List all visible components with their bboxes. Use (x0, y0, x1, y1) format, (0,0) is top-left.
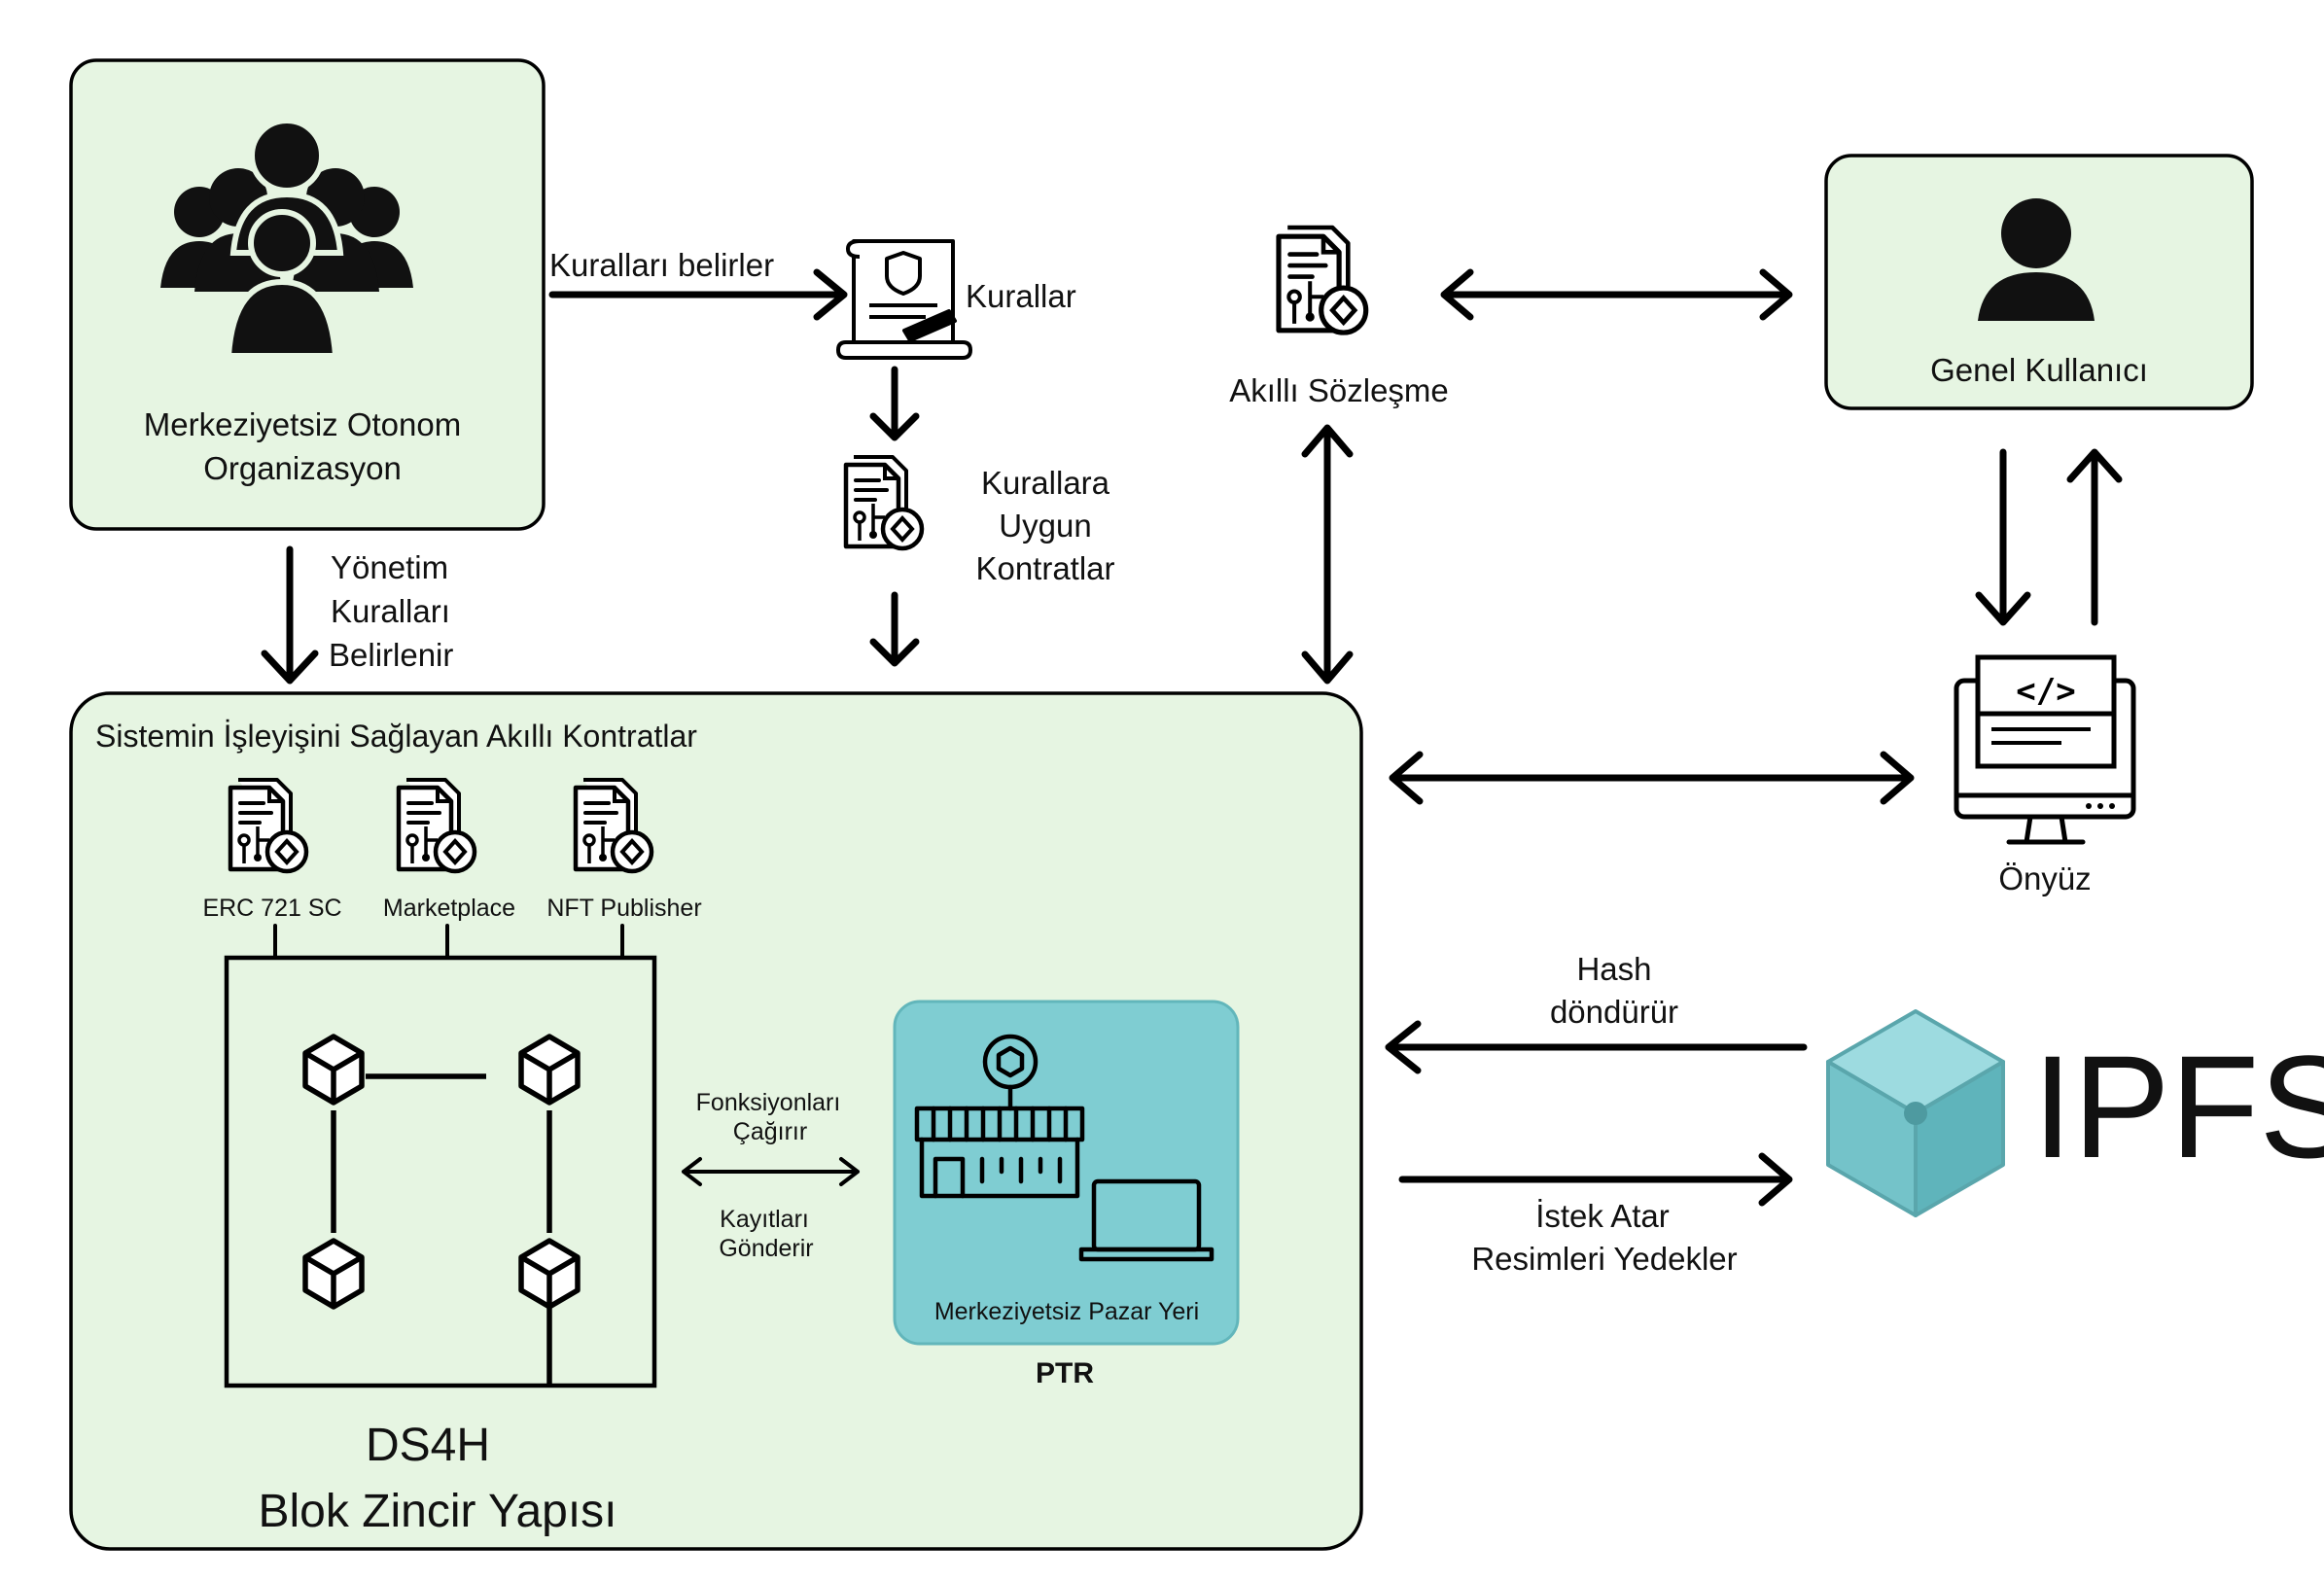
dao-node: Merkeziyetsiz Otonom Organizasyon (69, 58, 546, 531)
calls-line2: Çağırır (733, 1118, 807, 1145)
governance-line1: Yönetim (331, 549, 448, 585)
request-line2: Resimleri Yedekler (1471, 1241, 1737, 1277)
general-user-label: Genel Kullanıcı (1930, 352, 2148, 388)
svg-text:</>: </> (2016, 672, 2075, 711)
hash-line2: döndürür (1550, 994, 1678, 1030)
monitor-code-icon: </> (1954, 654, 2136, 845)
frontend-label: Önyüz (1998, 861, 2091, 896)
ipfs-node: IPFS (1826, 1009, 2324, 1217)
request-line1: İstek Atar (1535, 1198, 1670, 1234)
marketplace-label: Merkeziyetsiz Pazar Yeri (934, 1298, 1199, 1325)
store-icon (914, 1034, 1085, 1199)
sets-rules-label: Kuralları belirler (549, 247, 774, 283)
sends-line2: Gönderir (719, 1235, 813, 1262)
rules-node: Kurallar (836, 239, 1076, 360)
arrow-contracts-to-system (869, 591, 920, 667)
smart-contract-node: Akıllı Sözleşme (1229, 228, 1449, 408)
rules-scroll-icon (836, 239, 972, 360)
arrow-frontend-to-user (2066, 448, 2123, 626)
compliant-line1: Kurallara (981, 465, 1110, 501)
contract-label-erc721: ERC 721 SC (202, 895, 341, 922)
arrow-system-frontend (1389, 751, 1915, 805)
contract-label-marketplace: Marketplace (383, 895, 515, 922)
dao-label-line1: Merkeziyetsiz Otonom (144, 406, 461, 442)
calls-line1: Fonksiyonları (696, 1089, 841, 1116)
block-cube-icon (521, 1036, 578, 1103)
contract-marketplace: Marketplace (383, 780, 515, 922)
contract-label-nft-publisher: NFT Publisher (546, 895, 701, 922)
hash-line1: Hash (1576, 951, 1651, 987)
sends-line1: Kayıtları (720, 1206, 809, 1233)
governance-line2: Kuralları (331, 593, 450, 629)
compliant-line3: Kontratlar (975, 550, 1114, 586)
governance-line3: Belirlenir (329, 637, 453, 673)
arrow-sets-rules: Kuralları belirler (548, 247, 848, 321)
general-user-node: Genel Kullanıcı (1824, 154, 2254, 410)
chain-title-line2: Blok Zincir Yapısı (258, 1486, 616, 1537)
blockchain-network (224, 955, 657, 1388)
system-node: Sistemin İşleyişini Sağlayan Akıllı Kont… (69, 691, 1363, 1551)
ipfs-label: IPFS (2032, 1025, 2324, 1188)
arrow-contract-system (1301, 424, 1354, 685)
arrow-governance: Yönetim Kuralları Belirlenir (261, 545, 453, 685)
arrow-rules-to-contracts (869, 366, 920, 441)
dao-label-line2: Organizasyon (203, 450, 402, 486)
arrow-request: İstek Atar Resimleri Yedekler (1398, 1152, 1793, 1277)
system-title: Sistemin İşleyişini Sağlayan Akıllı Kont… (95, 719, 697, 754)
user-icon (1978, 198, 2095, 321)
marketplace-code: PTR (1036, 1357, 1094, 1389)
laptop-icon (1078, 1178, 1215, 1262)
block-cube-icon (521, 1241, 578, 1307)
contract-erc721: ERC 721 SC (202, 780, 342, 922)
block-cube-icon (305, 1036, 362, 1103)
compliant-contract-icon (846, 457, 922, 548)
arrow-contract-user (1440, 268, 1793, 321)
arrow-hash-return: Hash döndürür (1385, 951, 1808, 1074)
smart-contract-icon (1279, 228, 1366, 333)
contract-nft-publisher: NFT Publisher (546, 780, 702, 922)
arrow-chain-marketplace: Fonksiyonları Çağırır Kayıtları Gönderir (682, 1089, 860, 1262)
compliant-line2: Uygun (999, 508, 1091, 544)
smart-contract-label: Akıllı Sözleşme (1229, 372, 1449, 408)
marketplace-node: Merkeziyetsiz Pazar Yeri (893, 1000, 1240, 1346)
ipfs-cube-icon (1826, 1009, 2005, 1217)
rules-label: Kurallar (966, 278, 1076, 314)
frontend-node: </> Önyüz (1954, 654, 2136, 896)
group-people-icon (160, 118, 413, 359)
arrow-user-to-frontend (1975, 448, 2031, 626)
chain-title-line1: DS4H (366, 1420, 490, 1471)
compliant-contracts-node: Kurallara Uygun Kontratlar (846, 457, 1115, 586)
block-cube-icon (305, 1241, 362, 1307)
